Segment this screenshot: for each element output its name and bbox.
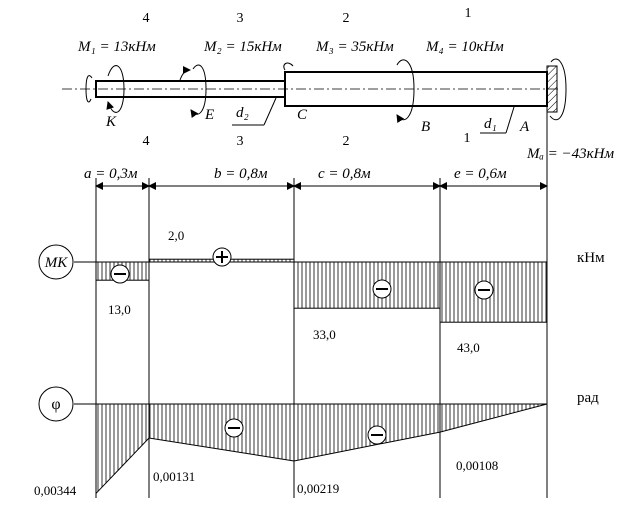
moment-m3-label: M₃ = 35кНм — [315, 39, 394, 55]
sign-minus-angle-1 — [224, 418, 244, 438]
sign-minus-1 — [110, 264, 130, 284]
section-3-bottom: 3 — [237, 134, 244, 149]
torque-bar-4 — [439, 261, 548, 323]
section-2-bottom: 2 — [343, 134, 350, 149]
torque-value-3: 33,0 — [313, 327, 336, 342]
d1-leader — [505, 106, 515, 134]
length-a-label: a = 0,3м — [84, 166, 138, 182]
moment-m4-label: M₄ = 10кНм — [425, 39, 504, 55]
diameter-d1-label: d₁ — [484, 116, 497, 132]
section-1-top: 1 — [465, 6, 472, 21]
sign-minus-4 — [474, 280, 494, 300]
angle-symbol-circle — [38, 386, 74, 422]
torque-arrow-ma — [549, 58, 567, 121]
d2-leader — [263, 97, 277, 126]
diameter-d2-label: d₂ — [236, 105, 249, 121]
torque-symbol: MК — [44, 255, 68, 271]
moment-m2-label: M₂ = 15кНм — [203, 39, 282, 55]
section-4-bottom: 4 — [143, 134, 150, 149]
point-a-label: A — [519, 119, 530, 135]
angle-area — [95, 403, 548, 495]
angle-symbol: φ — [51, 396, 60, 413]
section-4-top: 4 — [143, 11, 150, 26]
torque-arrow-m1-back — [85, 75, 93, 103]
angle-value-c: 0,00219 — [297, 481, 339, 496]
section-3-top: 3 — [237, 11, 244, 26]
sign-plus-2 — [212, 247, 232, 267]
torque-bar-3 — [293, 261, 441, 309]
moment-m1-label: M₁ = 13кНм — [77, 39, 156, 55]
sign-minus-3 — [372, 279, 392, 299]
torque-arrow-m2-back — [179, 66, 191, 81]
point-b-label: B — [421, 119, 430, 135]
sign-minus-angle-2 — [367, 425, 387, 445]
torque-arrow-m4 — [283, 62, 294, 71]
torque-arrow-m1 — [106, 65, 125, 113]
torque-arrow-m2 — [190, 64, 207, 119]
length-b-label: b = 0,8м — [214, 166, 268, 182]
angle-value-k: 0,00344 — [34, 483, 77, 498]
angle-unit: рад — [577, 390, 599, 406]
angle-value-b: 0,00108 — [456, 458, 498, 473]
length-e-label: e = 0,6м — [454, 166, 507, 182]
point-k-label: K — [105, 114, 117, 130]
angle-value-e: 0,00131 — [153, 469, 195, 484]
length-c-label: c = 0,8м — [318, 166, 371, 182]
torque-unit: кНм — [577, 250, 605, 266]
torque-symbol-circle — [38, 244, 74, 280]
torque-value-1: 13,0 — [108, 302, 131, 317]
moment-ma-label: Mₐ = −43кНм — [526, 146, 614, 162]
torque-arrow-m3 — [396, 59, 415, 124]
fixed-support — [546, 65, 558, 113]
point-e-label: E — [204, 107, 214, 123]
section-1-bottom: 1 — [464, 131, 471, 146]
section-2-top: 2 — [343, 11, 350, 26]
point-c-label: C — [297, 107, 308, 123]
torque-value-4: 43,0 — [457, 340, 480, 355]
torque-value-2: 2,0 — [168, 228, 184, 243]
